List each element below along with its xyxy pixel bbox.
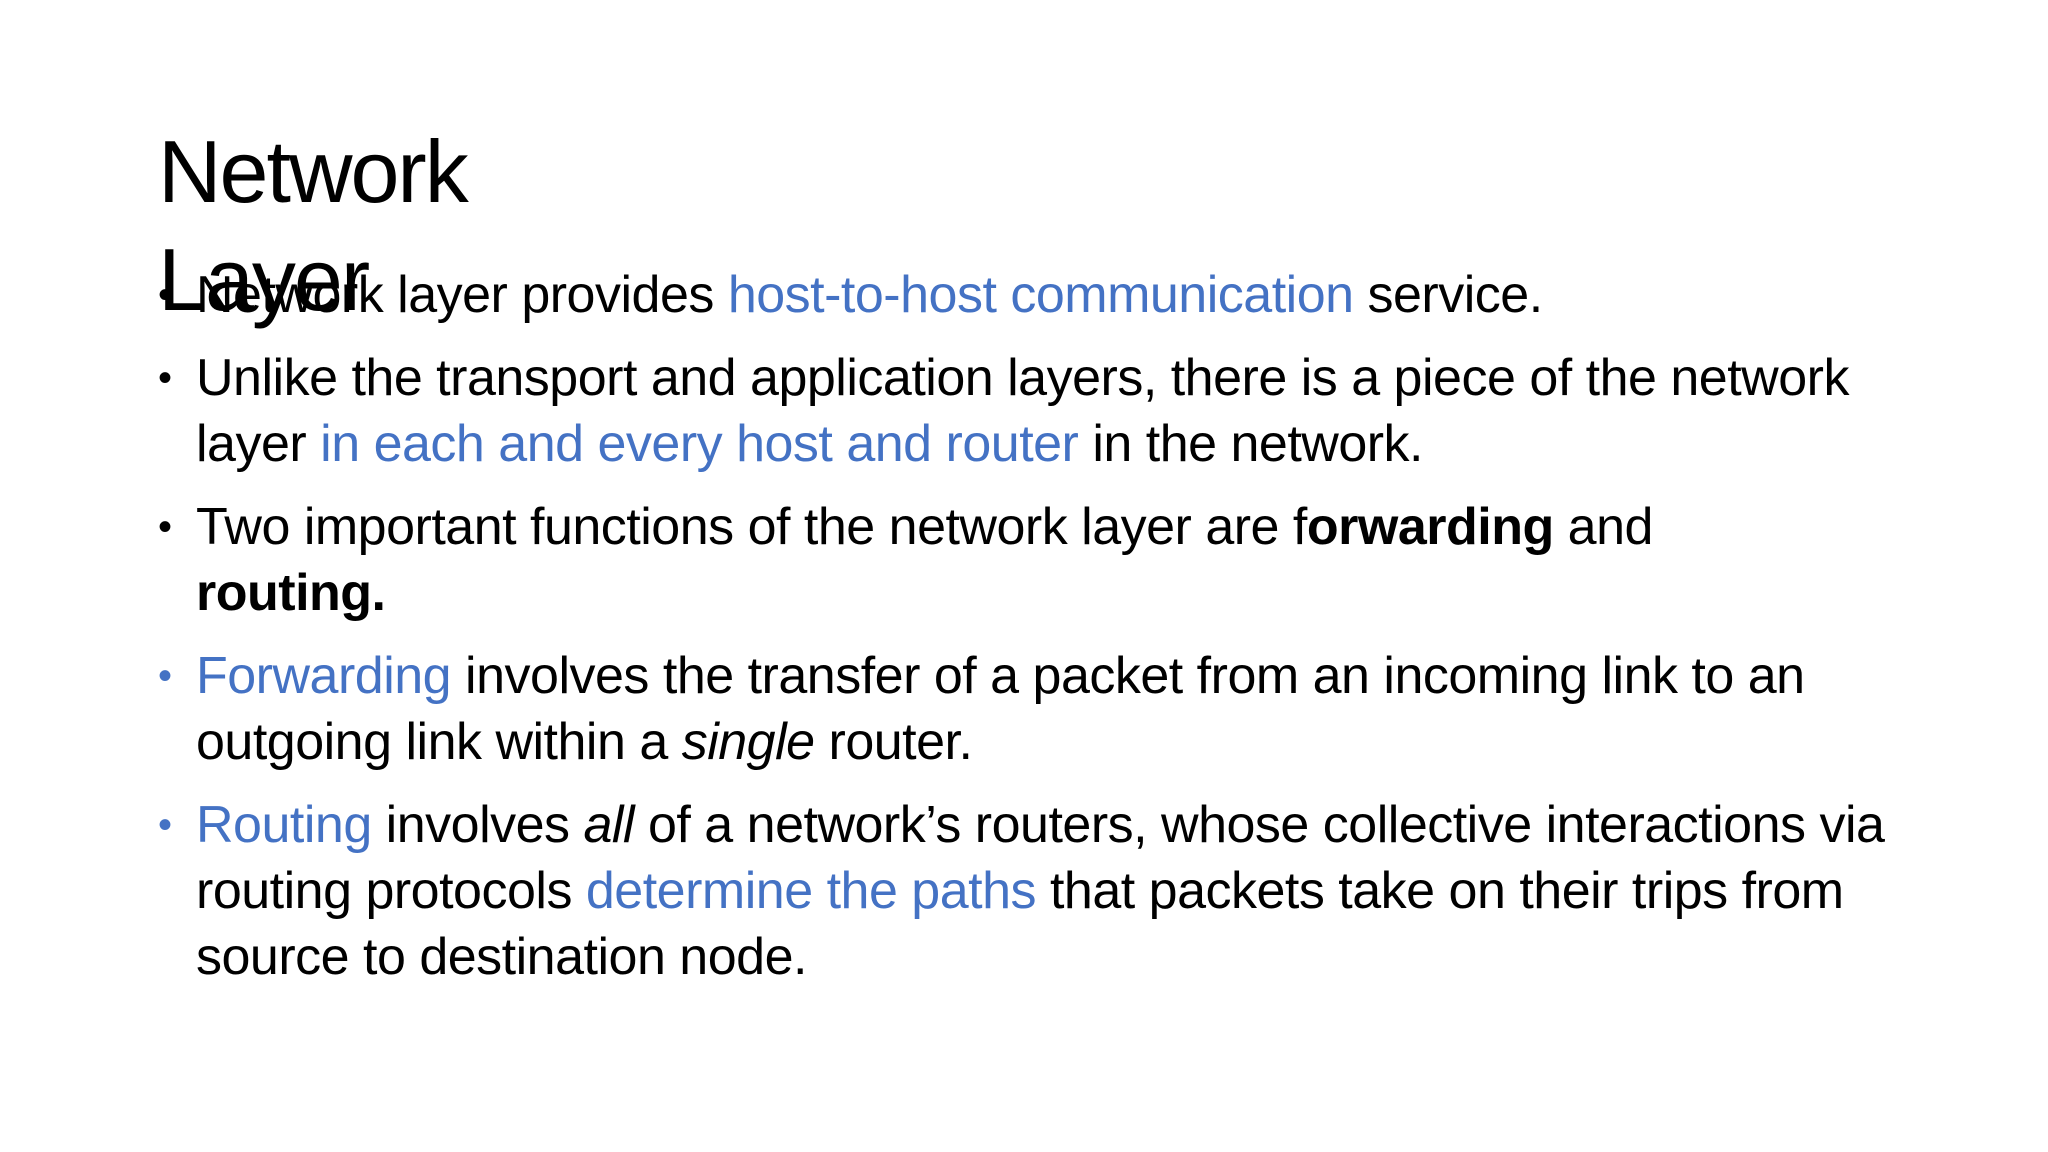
bold-text: routing. — [196, 564, 386, 622]
bullet-text: that packets take on their trips from so… — [196, 862, 1844, 986]
highlight-text: host-to-host communication — [727, 266, 1354, 324]
highlight-text: Forwarding — [196, 647, 452, 705]
bullet-text: Two important functions of the network l… — [196, 498, 1307, 556]
bullet-text: Unlike the transport and application lay… — [196, 349, 1849, 473]
slide-title: Network Layer — [158, 122, 469, 329]
bullet-forwarding: • Forwarding involves the transfer of a … — [158, 643, 1916, 775]
bullet-marker: • — [158, 273, 172, 317]
bold-text: orwarding — [1306, 498, 1554, 556]
highlight-text: determine the paths — [585, 862, 1037, 920]
bullet-marker: • — [158, 654, 172, 698]
bullet-list: • Network layer provides host-to-host co… — [158, 262, 1916, 1007]
bullet-text: involves the transfer of a packet from a… — [196, 647, 1805, 771]
bullet-host-to-host: • Network layer provides host-to-host co… — [158, 262, 1916, 328]
bullet-text: in the network. — [1078, 415, 1423, 473]
highlight-text: in each and every host and router — [320, 415, 1079, 473]
bullet-text: involves — [371, 796, 584, 854]
bullet-text: router. — [814, 713, 973, 771]
bullet-text: and — [1553, 498, 1654, 556]
italic-text: all — [583, 796, 635, 854]
bullet-marker: • — [158, 505, 172, 549]
bullet-marker: • — [158, 803, 172, 847]
bullet-every-host-router: • Unlike the transport and application l… — [158, 345, 1916, 477]
bullet-routing: • Routing involves all of a network’s ro… — [158, 792, 1916, 990]
bullet-text: Network layer provides — [196, 266, 728, 324]
bullet-text: of a network’s routers, whose collective… — [196, 796, 1885, 920]
bullet-marker: • — [158, 356, 172, 400]
italic-text: single — [681, 713, 815, 771]
bullet-text: service. — [1353, 266, 1543, 324]
bullet-two-functions: • Two important functions of the network… — [158, 494, 1916, 626]
highlight-text: Routing — [196, 796, 372, 854]
